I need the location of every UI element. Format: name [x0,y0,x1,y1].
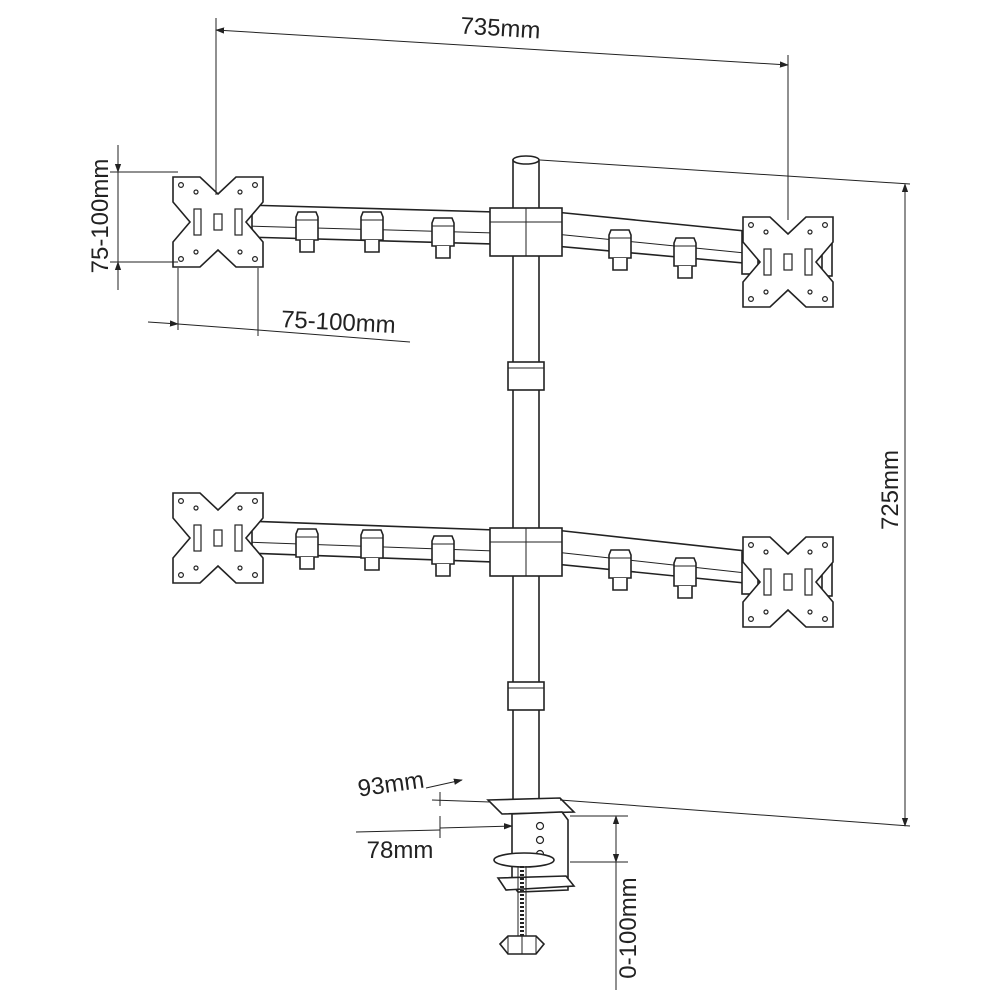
desk-clamp [486,797,576,955]
upper-arm-assembly [237,199,833,279]
vesa-vertical-label: 75-100mm [87,159,114,274]
dimension-clamp-78: 78mm [355,816,513,864]
dimension-height: 725mm [539,159,911,827]
clamp-93-label: 93mm [356,767,426,803]
clamp-screw [517,866,527,940]
dimension-clamp-93: 93mm [356,767,491,806]
dimension-vesa-horizontal: 75-100mm [147,268,411,343]
width-label: 735mm [460,13,542,45]
clamp-78-label: 78mm [367,837,434,864]
clamp-range-label: 0-100mm [615,877,642,978]
lower-arm-assembly [237,515,833,599]
vertical-pole [507,155,545,803]
dimension-vesa-vertical: 75-100mm [87,145,178,290]
vesa-horizontal-label: 75-100mm [280,306,396,339]
dimension-clamp-range: 0-100mm [570,815,642,990]
dimension-width: 735mm [215,13,789,220]
height-label: 725mm [877,450,904,530]
